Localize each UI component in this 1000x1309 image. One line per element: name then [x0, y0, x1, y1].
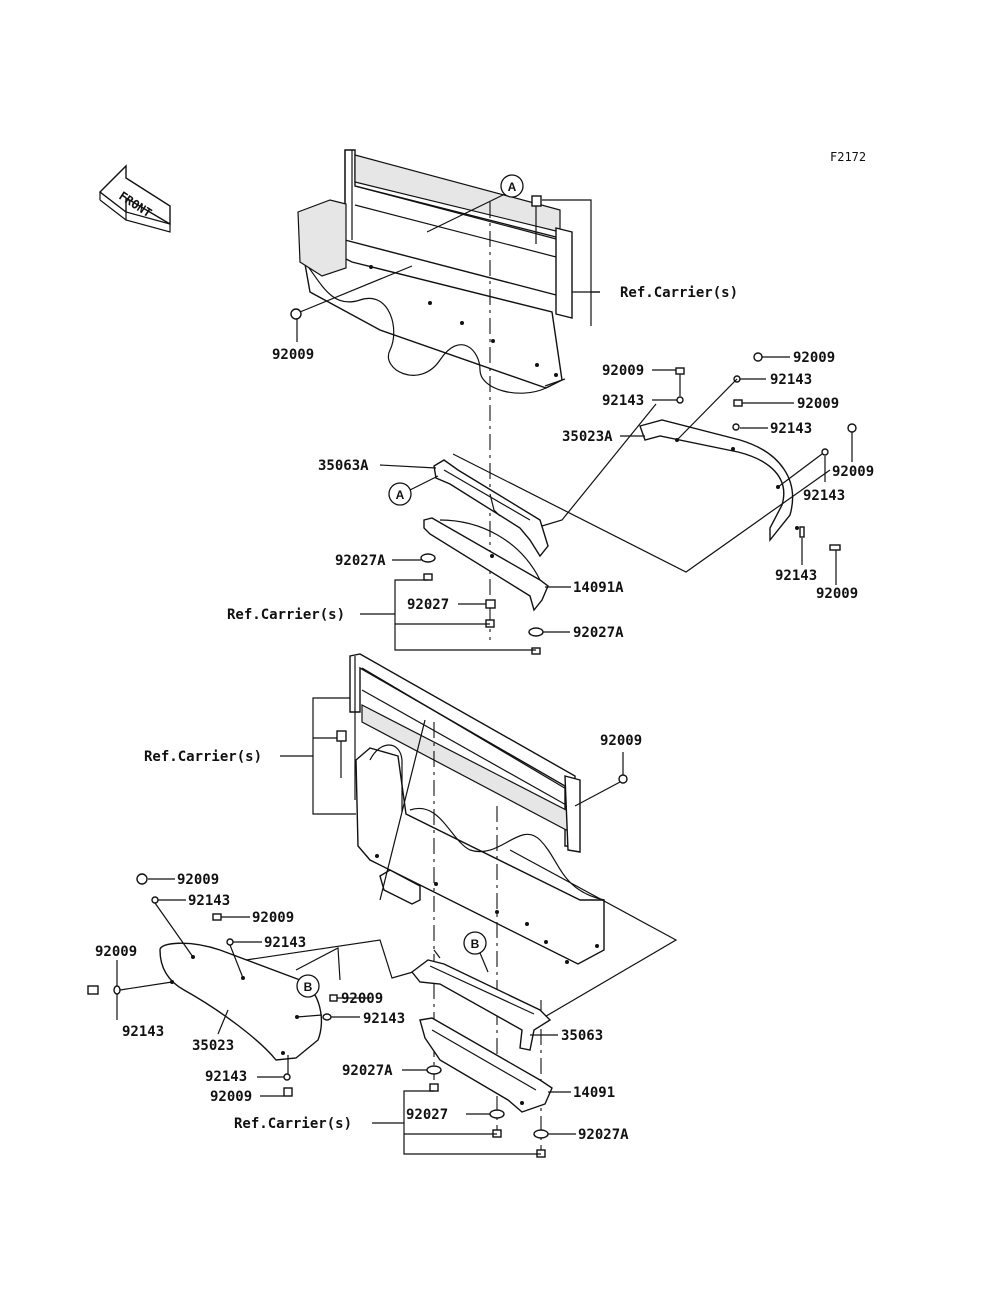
label-92009-b5: 92009 [210, 1089, 252, 1105]
label-92009-d: 92009 [832, 464, 874, 480]
callout-b-left: B [245, 939, 421, 998]
label-35063: 35063 [561, 1028, 603, 1044]
label-92143-e: 92143 [775, 568, 817, 584]
screw-92009-mid [574, 752, 628, 807]
bolt-ref-carrier-lower [280, 697, 356, 815]
label-92027A-b: 92027A [573, 625, 624, 641]
label-ref-carrier-lower: Ref.Carrier(s) [144, 749, 262, 765]
svg-text:A: A [396, 488, 405, 502]
label-14091: 14091 [573, 1085, 615, 1101]
label-92009-b1: 92009 [177, 872, 219, 888]
label-92009-e: 92009 [816, 586, 858, 602]
label-92027-b: 92027 [406, 1107, 448, 1123]
label-ref-carrier-bottom: Ref.Carrier(s) [234, 1116, 352, 1132]
label-92027A-d: 92027A [578, 1127, 629, 1143]
label-ref-carrier-top: Ref.Carrier(s) [620, 285, 738, 301]
label-92009-top-left: 92009 [272, 347, 314, 363]
lower-cargo-bed [349, 653, 605, 965]
label-92009-b2: 92009 [252, 910, 294, 926]
label-92027A-c: 92027A [342, 1063, 393, 1079]
label-92009-mid: 92009 [600, 733, 642, 749]
bottom-nuts [372, 1065, 576, 1158]
label-14091A: 14091A [573, 580, 624, 596]
label-92143-b3: 92143 [122, 1024, 164, 1040]
bracket-35063 [411, 949, 552, 1051]
label-35023A: 35023A [562, 429, 613, 445]
bar-14091A [423, 517, 549, 612]
svg-text:B: B [471, 937, 480, 951]
label-92009-c: 92009 [797, 396, 839, 412]
callout-b-bracket: B [463, 931, 489, 973]
label-92009-b3: 92009 [95, 944, 137, 960]
upper-cargo-bed [297, 149, 573, 394]
bar-14091 [419, 1017, 553, 1113]
bolt-ref-carrier-top [531, 195, 600, 326]
label-92027: 92027 [407, 597, 449, 613]
svg-text:B: B [304, 980, 313, 994]
label-92143-c: 92143 [770, 421, 812, 437]
label-92027A-a: 92027A [335, 553, 386, 569]
top-nuts [360, 553, 570, 655]
label-92009-b: 92009 [602, 363, 644, 379]
bottom-left-fasteners [87, 873, 370, 1097]
label-92143-b: 92143 [602, 393, 644, 409]
callout-a-bracket: A [388, 475, 439, 506]
callout-a-top: A [426, 174, 524, 233]
fender-35023A [639, 419, 799, 542]
label-92143-b5: 92143 [205, 1069, 247, 1085]
bracket-35063A [433, 459, 549, 558]
fender-35023 [159, 942, 323, 1061]
label-92143-a: 92143 [770, 372, 812, 388]
label-92143-d: 92143 [803, 488, 845, 504]
label-92143-b2: 92143 [264, 935, 306, 951]
front-arrow-icon: FRONT [98, 164, 171, 233]
label-92009-b4: 92009 [341, 991, 383, 1007]
top-right-fasteners [652, 352, 857, 585]
figure-code: F2172 [830, 150, 866, 164]
svg-text:A: A [508, 180, 517, 194]
label-92009-a: 92009 [793, 350, 835, 366]
label-92143-b4: 92143 [363, 1011, 405, 1027]
label-92143-b1: 92143 [188, 893, 230, 909]
screw-92009-top-left [290, 265, 413, 342]
label-ref-carrier-mid: Ref.Carrier(s) [227, 607, 345, 623]
label-35063A: 35063A [318, 458, 369, 474]
label-35023: 35023 [192, 1038, 234, 1054]
